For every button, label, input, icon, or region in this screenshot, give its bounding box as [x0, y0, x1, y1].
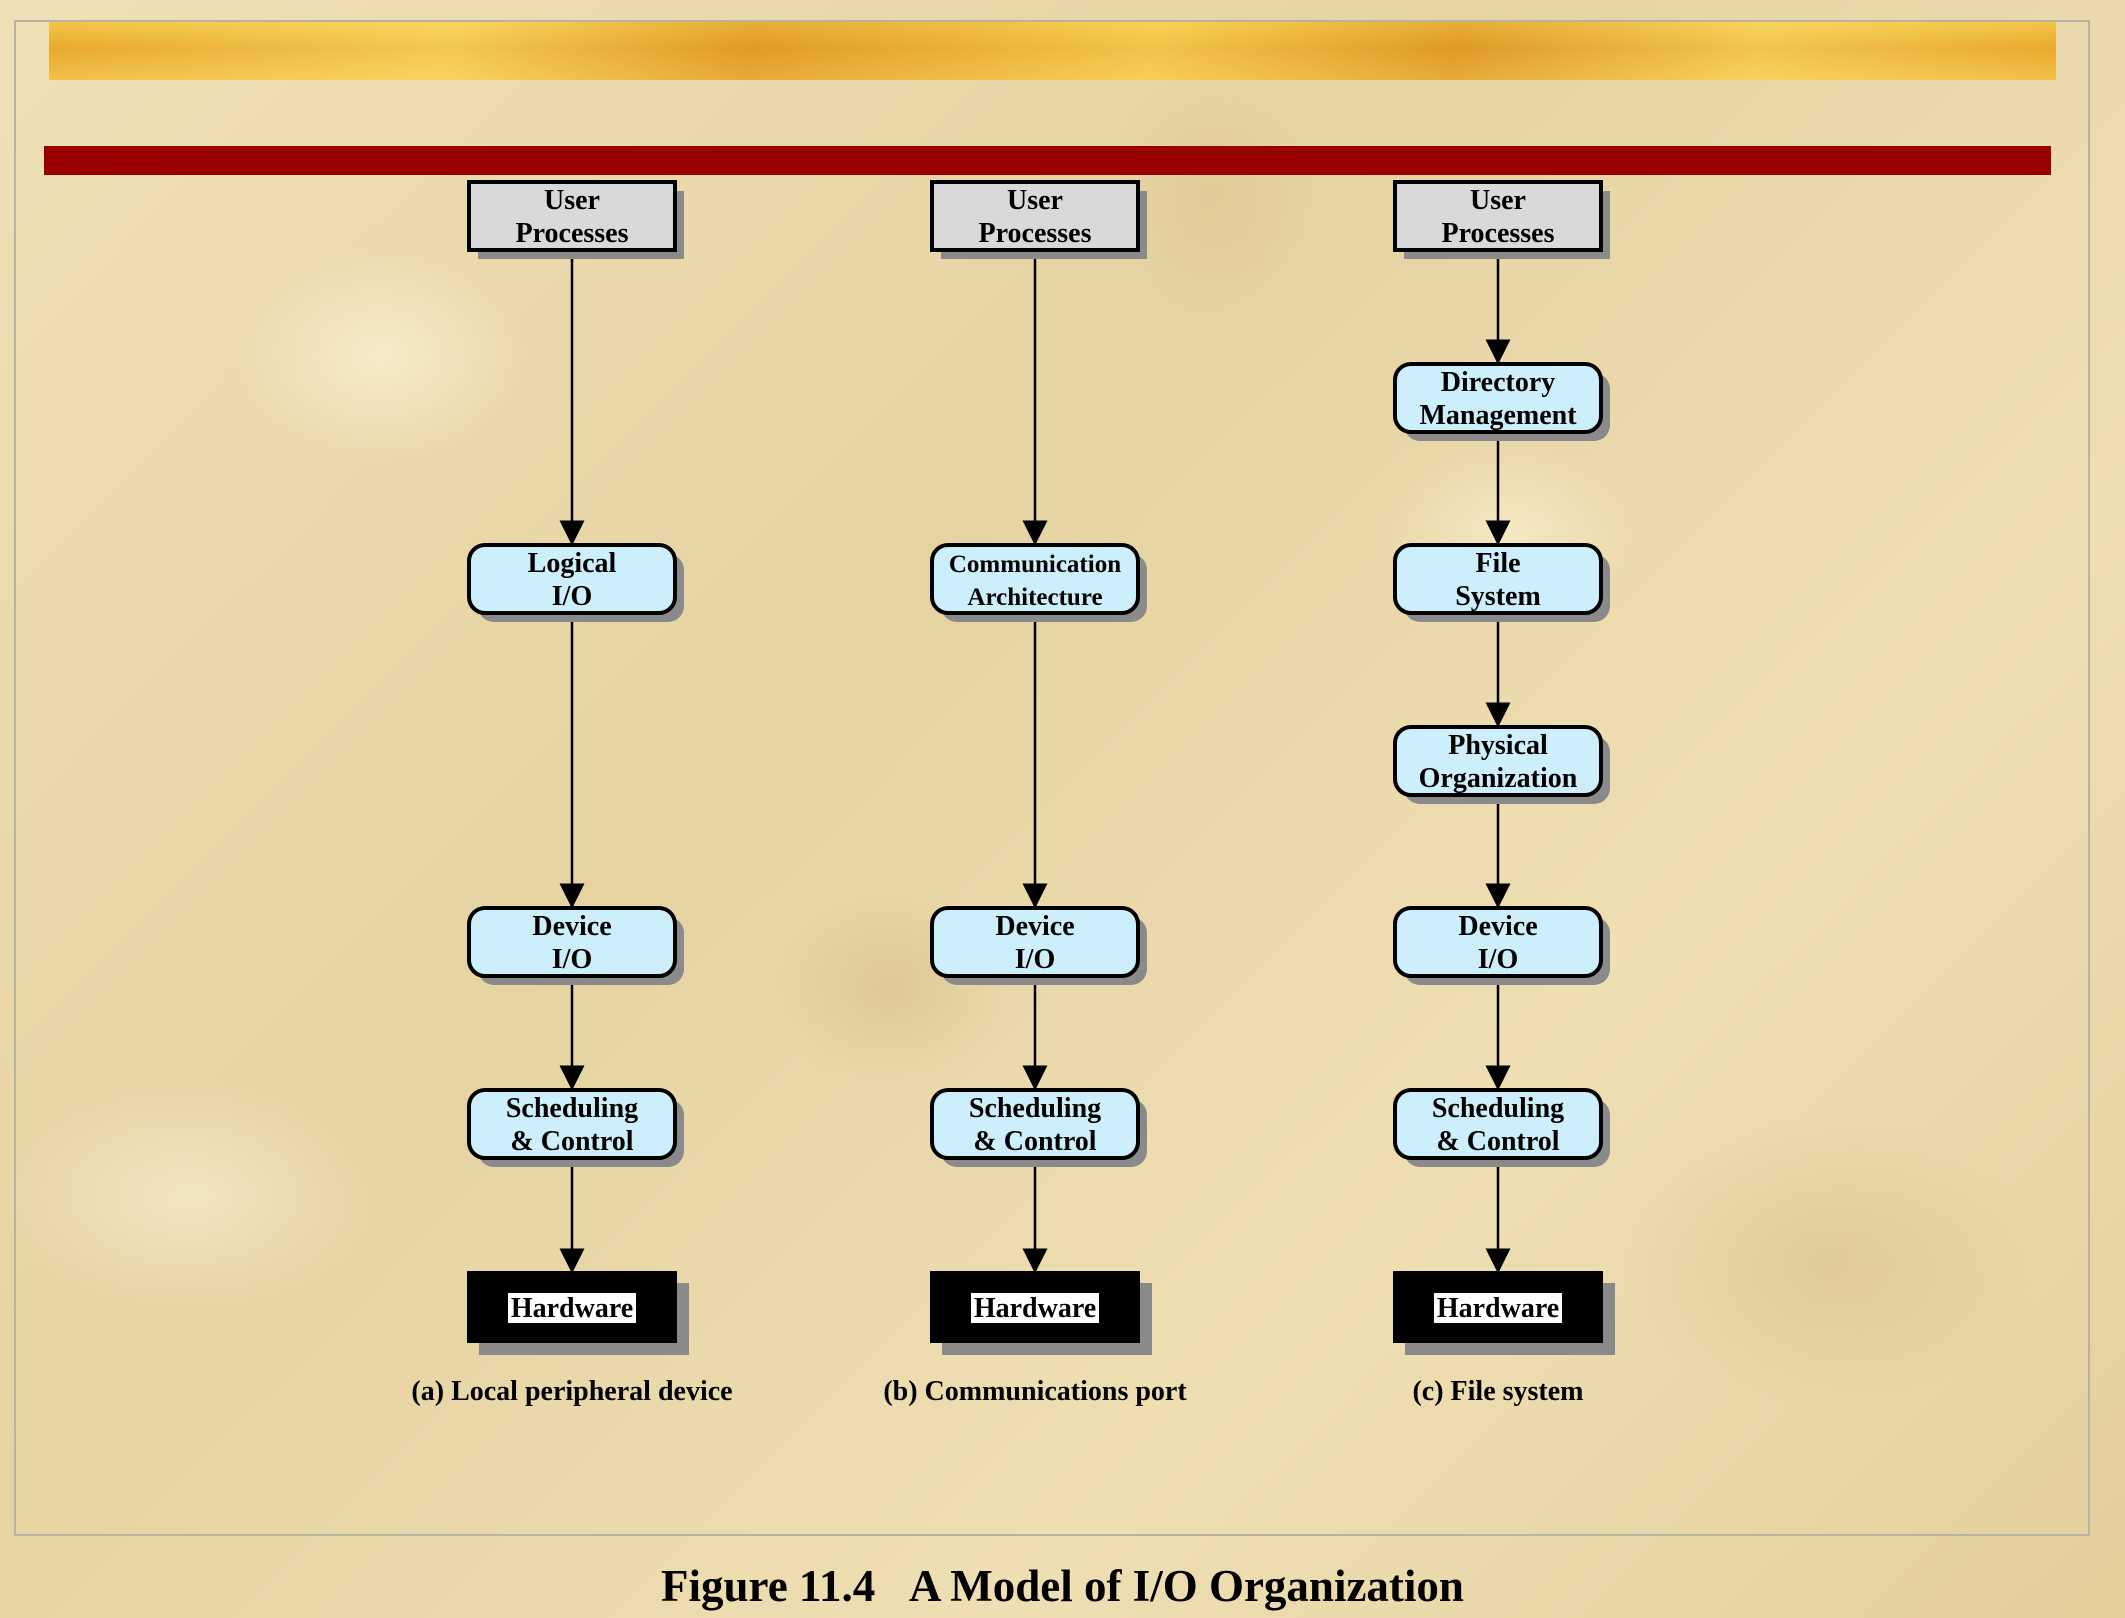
node-scheduling-and-control: Scheduling& Control [930, 1088, 1147, 1167]
hardware-label-background [1434, 1293, 1562, 1323]
rounded-box [930, 543, 1140, 615]
node-label-line: Processes [979, 218, 1092, 249]
figure-number: Figure 11.4 [661, 1561, 876, 1611]
node-hardware: Hardware [1393, 1271, 1615, 1355]
node-label-line: Logical [528, 548, 617, 579]
node-label-line: Processes [516, 218, 629, 249]
node-label-line: & Control [973, 1126, 1096, 1157]
rounded-box [930, 1088, 1140, 1160]
column-caption: (c) File system [1412, 1376, 1583, 1407]
rounded-box [930, 906, 1140, 978]
node-label-line: Organization [1419, 763, 1578, 794]
node-label-line: Directory [1441, 367, 1556, 398]
node-label-line: File [1475, 548, 1520, 579]
node-label-line: I/O [552, 944, 592, 975]
figure-title-text: A Model of I/O Organization [908, 1561, 1464, 1611]
node-label-line: Device [532, 911, 611, 942]
node-label-line: I/O [1478, 944, 1518, 975]
hardware-label-background [971, 1293, 1099, 1323]
node-label-line: Device [995, 911, 1074, 942]
node-scheduling-and-control: Scheduling& Control [467, 1088, 684, 1167]
column-caption: (b) Communications port [883, 1376, 1187, 1407]
node-label-line: User [544, 185, 600, 216]
rounded-box [1393, 543, 1603, 615]
gold-header-band [49, 22, 2056, 80]
rounded-box [467, 906, 677, 978]
node-hardware: Hardware [467, 1271, 689, 1355]
rounded-box [1393, 906, 1603, 978]
node-label-line: Architecture [967, 584, 1102, 611]
node-hardware: Hardware [930, 1271, 1152, 1355]
figure-title: Figure 11.4 A Model of I/O Organization [0, 1564, 2125, 1609]
rounded-box [1393, 362, 1603, 434]
node-label: Hardware [1437, 1293, 1559, 1324]
node-label-line: I/O [1015, 944, 1055, 975]
gray-box [930, 180, 1140, 252]
node-label-line: Physical [1448, 730, 1548, 761]
node-label: Hardware [511, 1293, 633, 1324]
hardware-label-background [508, 1293, 636, 1323]
slide-frame [14, 20, 2090, 1536]
node-label-line: & Control [510, 1126, 633, 1157]
node-label-line: Processes [1442, 218, 1555, 249]
rounded-box [1393, 1088, 1603, 1160]
column-caption: (a) Local peripheral device [411, 1376, 732, 1407]
node-label-line: Scheduling [1432, 1093, 1564, 1124]
node-label-line: Scheduling [506, 1093, 638, 1124]
rounded-box [467, 1088, 677, 1160]
node-scheduling-and-control: Scheduling& Control [1393, 1088, 1610, 1167]
node-label-line: System [1455, 581, 1541, 612]
node-label: Hardware [974, 1293, 1096, 1324]
rounded-box [467, 543, 677, 615]
node-label-line: Communication [949, 551, 1121, 578]
gray-box [467, 180, 677, 252]
gray-box [1393, 180, 1603, 252]
rounded-box [1393, 725, 1603, 797]
node-label-line: I/O [552, 581, 592, 612]
node-label-line: User [1470, 185, 1526, 216]
node-label-line: Device [1458, 911, 1537, 942]
node-label-line: Scheduling [969, 1093, 1101, 1124]
red-title-bar [44, 146, 2051, 175]
node-label-line: User [1007, 185, 1063, 216]
node-label-line: & Control [1436, 1126, 1559, 1157]
node-label-line: Management [1419, 400, 1577, 431]
